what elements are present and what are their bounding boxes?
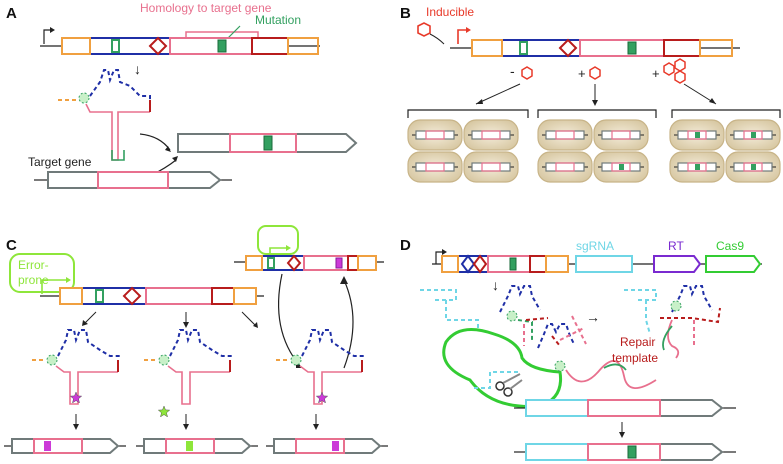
edited-gene-d	[514, 443, 736, 461]
mutation-marker	[695, 132, 700, 138]
inducer-icon	[674, 58, 686, 72]
inducible-label: Inducible	[426, 5, 474, 19]
target-gene-a	[34, 171, 232, 189]
sgrna-msdna-unbound	[420, 285, 549, 346]
genome-gene	[545, 130, 585, 140]
genome-gene	[415, 130, 455, 140]
promoter-arrow-icon	[43, 29, 52, 44]
target-gene-d	[514, 399, 736, 417]
low-inducer-sign: +	[578, 66, 586, 81]
mutation-star-icon	[315, 391, 329, 404]
inducer-icon	[589, 66, 601, 80]
error-prone-label-1: Error-	[18, 258, 49, 272]
mutation-marker	[332, 441, 339, 451]
msdna-variants	[32, 329, 366, 418]
repair-template-label-2: template	[612, 351, 658, 365]
cas9-label: Cas9	[716, 239, 744, 253]
promoter-arrow-icon	[435, 251, 444, 264]
panel-a-letter: A	[6, 5, 17, 22]
retron-construct-c2	[245, 254, 377, 272]
mutant-genes	[4, 438, 388, 454]
repair-template-label-1: Repair	[620, 335, 655, 349]
mutant-gene	[11, 438, 120, 454]
mutation-star-icon	[69, 391, 83, 404]
svg-text:↓: ↓	[492, 277, 499, 293]
retron-construct-c	[59, 286, 257, 306]
cas9-protein-shape	[442, 328, 563, 408]
msdna-structure-a	[58, 69, 151, 161]
mutation-marker	[751, 164, 756, 170]
sgrna-msdna-hybrid	[624, 285, 721, 359]
mutant-gene	[143, 438, 252, 454]
inducer-molecule-icon	[417, 22, 431, 37]
genome-gene	[545, 162, 585, 172]
sgrna-gene-box	[575, 255, 633, 273]
genome-gene	[415, 162, 455, 172]
inducible-promoter-icon	[457, 29, 468, 44]
genome-gene	[471, 130, 511, 140]
error-prone-rt-box	[257, 225, 299, 255]
cell-grid	[407, 119, 781, 183]
panel-d: D sgRNA RT Cas9 ↓ →	[400, 237, 762, 461]
svg-text:↓: ↓	[134, 61, 141, 77]
panel-d-letter: D	[400, 237, 411, 254]
sgrna-label: sgRNA	[576, 239, 614, 253]
high-inducer-sign: +	[652, 66, 660, 81]
mutation-marker	[186, 441, 193, 451]
panel-b: B Inducible - + +	[400, 5, 781, 183]
svg-text:→: →	[586, 309, 600, 325]
mutation-star-icon	[157, 405, 171, 418]
target-gene-label: Target gene	[28, 155, 92, 169]
no-inducer-sign: -	[510, 63, 515, 79]
mutant-gene	[273, 438, 382, 454]
retron-construct-b	[471, 38, 733, 58]
panel-c-letter: C	[6, 237, 17, 254]
rt-label: RT	[668, 239, 684, 253]
mutation-marker	[751, 132, 756, 138]
panel-a: A Homology to target gene Mutation ↓	[6, 1, 358, 189]
retron-construct-d	[441, 254, 569, 274]
homology-label: Homology to target gene	[140, 1, 272, 15]
mutation-marker	[44, 441, 51, 451]
inducer-icon	[674, 70, 686, 84]
rt-gene-box	[653, 255, 702, 273]
scissors-icon	[495, 373, 523, 397]
mutation-label: Mutation	[255, 13, 301, 27]
panel-c: C Error- prone	[4, 225, 388, 454]
mutation-marker	[695, 164, 700, 170]
panel-b-letter: B	[400, 5, 411, 22]
inducer-icon	[521, 66, 533, 80]
homology-bracket	[185, 31, 259, 38]
inducer-icon	[663, 62, 675, 76]
cas9-gene-box	[705, 255, 762, 273]
retron-construct-a	[61, 36, 319, 56]
genome-gene	[601, 130, 641, 140]
mutation-marker	[619, 164, 624, 170]
edited-gene-a	[177, 133, 358, 153]
genome-gene	[471, 162, 511, 172]
